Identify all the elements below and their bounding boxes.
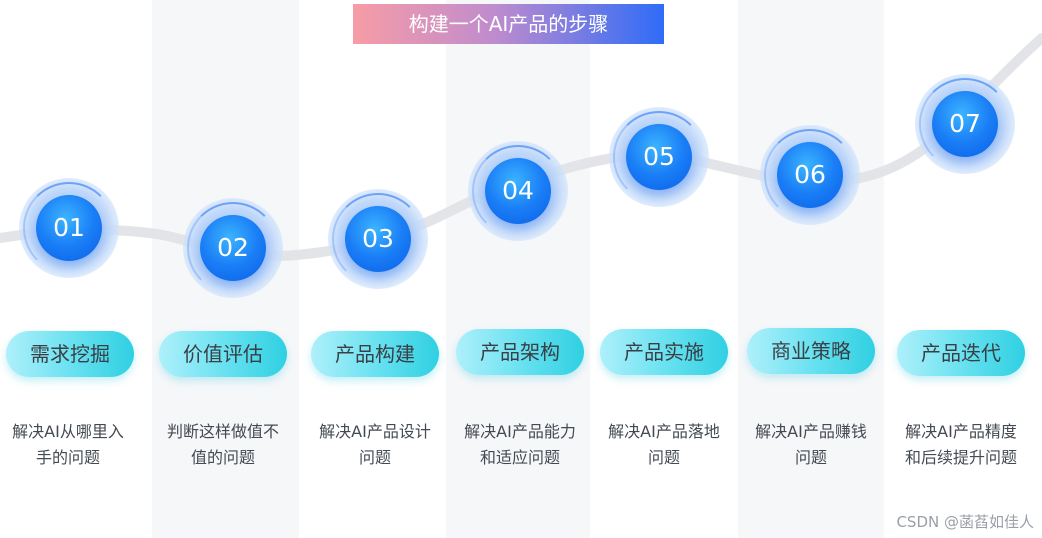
step-2-label: 价值评估 [159, 331, 287, 377]
step-2-halo: 02 [183, 198, 283, 298]
step-5-label: 产品实施 [600, 329, 728, 375]
step-4-description: 解决AI产品能力和适应问题 [464, 422, 576, 467]
step-2-number: 02 [200, 215, 266, 281]
step-3-description: 解决AI产品设计问题 [319, 422, 431, 467]
step-7-label: 产品迭代 [897, 330, 1025, 376]
step-7-number: 07 [932, 91, 998, 157]
step-6-description: 解决AI产品赚钱问题 [755, 422, 867, 467]
step-4-label: 产品架构 [456, 329, 584, 375]
step-4-number: 04 [485, 158, 551, 224]
step-3-label: 产品构建 [311, 331, 439, 377]
step-7-halo: 07 [915, 74, 1015, 174]
step-1-number: 01 [36, 195, 102, 261]
column-shade-6 [738, 0, 884, 538]
step-2-description: 判断这样做值不值的问题 [166, 422, 279, 467]
step-5-halo: 05 [609, 107, 709, 207]
step-6-number: 06 [777, 142, 843, 208]
step-1-label: 需求挖掘 [6, 331, 134, 377]
step-7-description: 解决AI产品精度和后续提升问题 [904, 422, 1017, 467]
step-3-halo: 03 [328, 189, 428, 289]
step-6-halo: 06 [760, 125, 860, 225]
step-1-halo: 01 [19, 178, 119, 278]
step-3-number: 03 [345, 206, 411, 272]
step-5-description: 解决AI产品落地问题 [608, 422, 720, 467]
step-6-label: 商业策略 [747, 328, 875, 374]
step-1-description: 解决AI从哪里入手的问题 [12, 422, 124, 467]
watermark: CSDN @菡萏如佳人 [896, 513, 1034, 531]
diagram-title: 构建一个AI产品的步骤 [353, 4, 664, 44]
column-shade-4 [446, 0, 590, 538]
step-4-halo: 04 [468, 141, 568, 241]
step-5-number: 05 [626, 124, 692, 190]
